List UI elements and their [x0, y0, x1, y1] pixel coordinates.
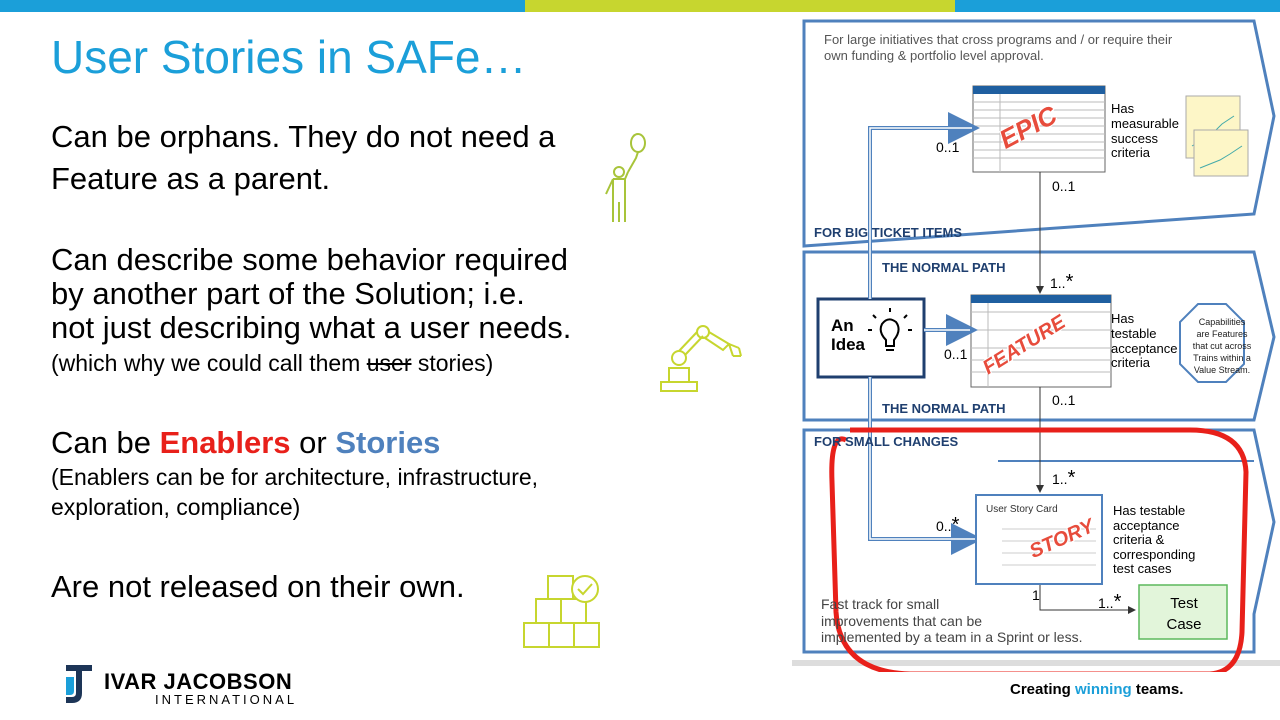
point-1-line-1: Can be orphans. They do not need a [51, 119, 556, 154]
mult-test-case: 1..* [1098, 591, 1122, 613]
fast-track-3: implemented by a team in a Sprint or les… [821, 629, 1083, 645]
point-2-line-3: not just describing what a user needs. [51, 310, 572, 345]
mult-feature-bottom: 0..1 [1052, 392, 1076, 408]
logo-subtitle: INTERNATIONAL [155, 692, 298, 707]
boxes-checkmark-icon [523, 575, 600, 648]
mult-epic-left: 0..1 [936, 139, 960, 155]
epic-note-3: success [1111, 131, 1158, 146]
epic-note-2: measurable [1111, 116, 1179, 131]
ivar-jacobson-logo-icon [66, 665, 92, 703]
point-4: Are not released on their own. [51, 569, 465, 604]
point-2-line-1: Can describe some behavior required [51, 242, 568, 277]
feature-note-3: acceptance [1111, 341, 1178, 356]
story-card-title: User Story Card [986, 504, 1058, 515]
safe-hierarchy-diagram [792, 19, 1280, 672]
point-2-note: (which why we could call them user stori… [51, 350, 494, 376]
epic-note-1: Has [1111, 101, 1135, 116]
mult-feature-left: 0..1 [944, 346, 968, 362]
mult-story-bottom: 1 [1032, 587, 1040, 603]
stories-term: Stories [335, 425, 441, 460]
enablers-term: Enablers [159, 425, 291, 460]
mult-epic-bottom: 0..1 [1052, 178, 1076, 194]
normal-path-bottom: THE NORMAL PATH [882, 401, 1006, 416]
story-note-4: corresponding [1113, 547, 1196, 562]
mult-story-top: 1..* [1052, 467, 1076, 489]
big-ticket-items-label: FOR BIG TICKET ITEMS [814, 225, 963, 240]
mult-feature-top: 1..* [1050, 271, 1074, 293]
test-case-box [1138, 584, 1228, 640]
epic-description-2: own funding & portfolio level approval. [824, 48, 1044, 63]
robot-arm-icon [660, 325, 742, 392]
metrics-chart-front [1193, 129, 1249, 177]
feature-note-2: testable [1111, 326, 1157, 341]
fast-track-1: Fast track for small [821, 596, 940, 612]
mult-story-left: 0..* [936, 514, 960, 536]
small-changes-label: FOR SMALL CHANGES [814, 434, 959, 449]
red-highlight-outline [829, 427, 1249, 672]
point-3-heading: Can be Enablers or Stories [51, 425, 441, 460]
story-card [975, 494, 1103, 585]
lightbulb-icon [868, 308, 912, 351]
epic-description-1: For large initiatives that cross program… [824, 32, 1173, 47]
feature-note-1: Has [1111, 311, 1135, 326]
feature-note-4: criteria [1111, 355, 1151, 370]
story-note-5: test cases [1113, 561, 1172, 576]
point-3-note-1: (Enablers can be for architecture, infra… [51, 464, 539, 490]
tagline: Creating winning teams. [1010, 681, 1184, 698]
epic-note-4: criteria [1111, 145, 1151, 160]
slide-title: User Stories in SAFe… [51, 31, 527, 83]
top-bar-blue-left [0, 0, 525, 12]
story-note-2: acceptance [1113, 518, 1180, 533]
point-2-line-2: by another part of the Solution; i.e. [51, 276, 525, 311]
story-note-3: criteria & [1113, 532, 1165, 547]
story-note-1: Has testable [1113, 503, 1186, 518]
capabilities-badge [1179, 303, 1245, 383]
point-3-note-2: exploration, compliance) [51, 494, 301, 520]
top-bar-green [525, 0, 955, 12]
point-1-line-2: Feature as a parent. [51, 161, 331, 196]
top-bar-blue-right [955, 0, 1280, 12]
logo-name: IVAR JACOBSON [104, 669, 293, 694]
balloon-person-icon [605, 133, 646, 222]
idea-box [816, 297, 926, 379]
fast-track-2: improvements that can be [821, 613, 983, 629]
normal-path-top: THE NORMAL PATH [882, 260, 1006, 275]
